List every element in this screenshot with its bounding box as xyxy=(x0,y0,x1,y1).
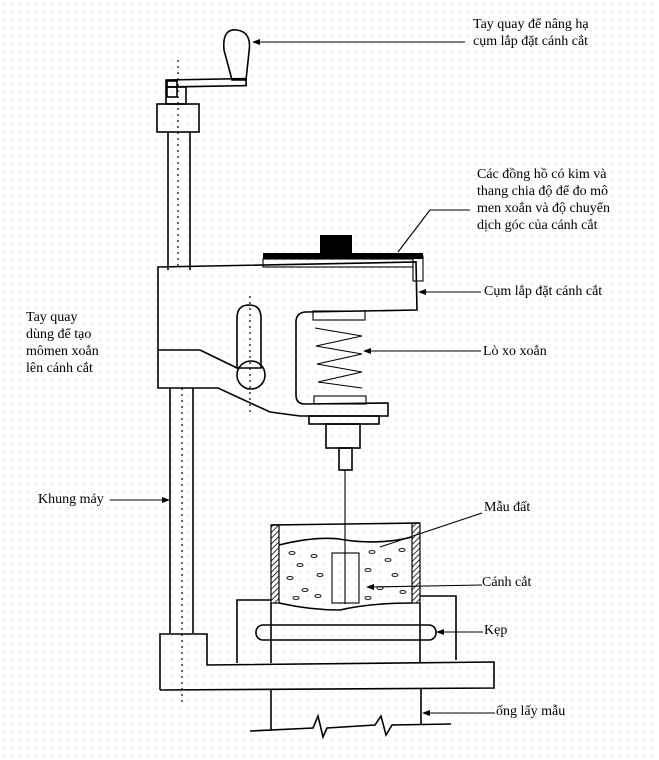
leader-lines xyxy=(110,39,495,716)
label-top-handle: Tay quay để nâng hạ cụm lắp đặt cánh cắt xyxy=(473,16,589,50)
label-line: lên cánh cắt xyxy=(26,361,93,376)
label-sampling-tube: ống lấy mẫu xyxy=(496,704,566,719)
frame-base xyxy=(159,633,495,740)
label-torsion-spring: Lò xo xoắn xyxy=(483,344,547,359)
label-line: thang chia độ để đo mô xyxy=(477,184,609,199)
label-soil-sample: Mẫu đất xyxy=(484,500,531,515)
label-frame: Khung máy xyxy=(38,492,104,507)
label-line: dùng để tạo xyxy=(26,327,92,342)
top-crank-handle xyxy=(156,29,251,133)
vane-assembly-housing xyxy=(157,261,418,604)
label-gauges: Các đồng hồ có kim và thang chia độ để đ… xyxy=(477,166,610,234)
frame-column xyxy=(167,60,194,705)
label-line: Các đồng hồ có kim và xyxy=(477,167,607,182)
label-line: Tay quay xyxy=(26,310,78,325)
label-torque-handle: Tay quay dùng để tạo mômen xoắn lên cánh… xyxy=(26,309,99,377)
gauges xyxy=(262,235,424,282)
label-line: mômen xoắn xyxy=(26,344,99,359)
label-line: dịch góc của cánh cắt xyxy=(477,218,598,233)
label-line: cụm lắp đặt cánh cắt xyxy=(473,34,589,49)
label-line: men xoắn và độ chuyển xyxy=(477,201,610,216)
label-vane: Cánh cắt xyxy=(482,575,532,590)
label-line: Tay quay để nâng hạ xyxy=(473,17,589,32)
label-clamp: Kẹp xyxy=(484,623,508,638)
sample-container xyxy=(236,522,457,663)
label-vane-assembly: Cụm lắp đặt cánh cắt xyxy=(484,284,603,299)
